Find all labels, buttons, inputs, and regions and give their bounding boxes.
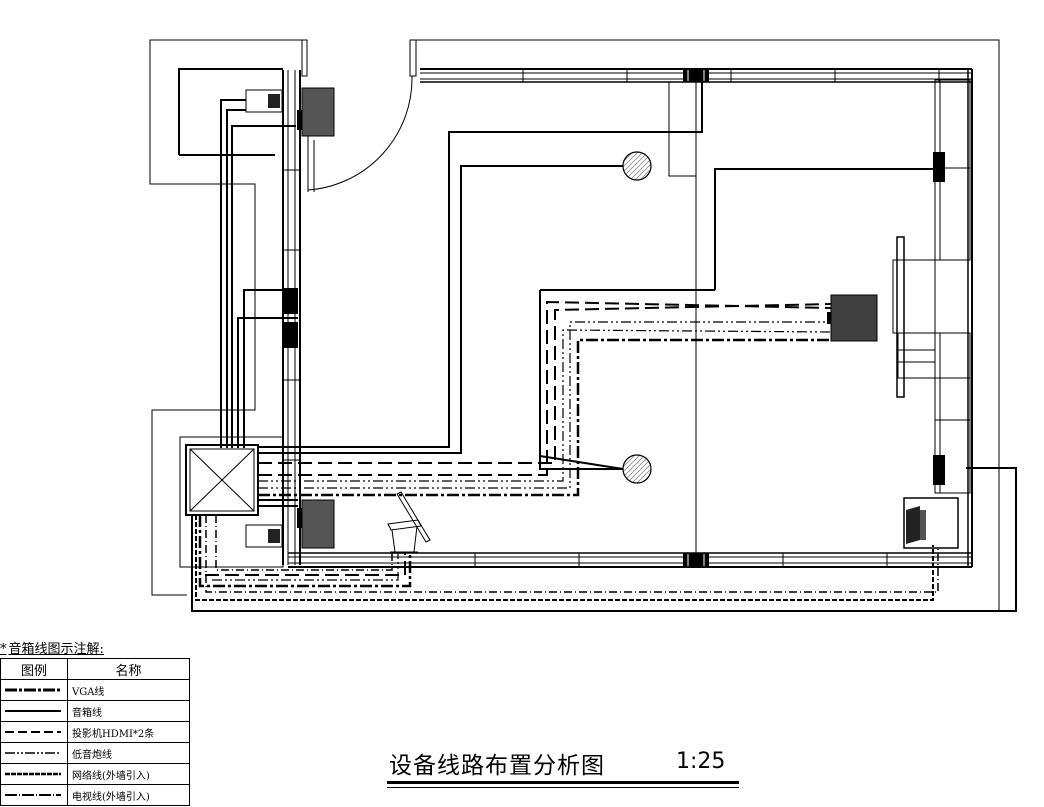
door-top	[301, 39, 417, 192]
legend-sample-subwoofer	[0, 742, 68, 764]
legend-header-name: 名称	[67, 658, 190, 680]
legend-sample-network	[0, 763, 68, 785]
ceiling-speaker-icon	[622, 151, 652, 484]
legend-row: 投影机HDMI*2条	[0, 721, 190, 743]
subwoofer-cable-runs	[212, 321, 832, 581]
legend-table: 图例 名称 VGA线 音箱线 投影机HDMI*2条 低音炮线 网络线(外墙引入)	[0, 658, 190, 806]
legend-sample-vga	[0, 679, 68, 701]
chair-icon	[387, 491, 431, 553]
wall-sockets	[284, 69, 945, 567]
equipment-cabinet-icon	[185, 444, 259, 516]
legend-label: 音箱线	[67, 700, 190, 722]
title-underline-thin	[387, 787, 739, 788]
legend-label: 网络线(外墙引入)	[67, 763, 190, 785]
legend-header-symbol: 图例	[0, 658, 68, 680]
display-unit-icon	[297, 87, 335, 549]
drawing-scale: 1:25	[676, 749, 726, 774]
legend-label: 电视线(外墙引入)	[67, 784, 190, 806]
speaker-cable-runs	[178, 68, 1017, 612]
vga-cable-runs	[198, 338, 831, 588]
hdmi-cable-runs	[205, 300, 832, 576]
right-cabinets	[892, 79, 971, 494]
legend-row: 音箱线	[0, 700, 190, 722]
drawing-title: 设备线路布置分析图	[389, 753, 605, 779]
outer-boundary	[149, 39, 1000, 612]
legend-label: 投影机HDMI*2条	[67, 721, 190, 743]
legend-row: 低音炮线	[0, 742, 190, 764]
subwoofer-icon	[903, 497, 959, 549]
legend-sample-tv	[0, 784, 68, 806]
legend-sample-speaker	[0, 700, 68, 722]
legend-label: 低音炮线	[67, 742, 190, 764]
projector-icon	[827, 294, 878, 342]
legend-row: VGA线	[0, 679, 190, 701]
wall-speaker-icon	[245, 89, 283, 548]
legend-marker: *	[0, 642, 7, 657]
legend-row: 电视线(外墙引入)	[0, 784, 190, 806]
legend-row: 网络线(外墙引入)	[0, 763, 190, 785]
title-underline-thick	[387, 781, 739, 784]
legend-header-row: 图例 名称	[0, 658, 190, 680]
wall-socket-lines	[687, 70, 705, 566]
legend-title-text: 音箱线图示注解:	[8, 642, 104, 657]
center-guides	[668, 82, 697, 553]
tv-cable-runs	[205, 515, 939, 593]
legend-label: VGA线	[67, 679, 190, 701]
legend-sample-hdmi	[0, 721, 68, 743]
network-cable-runs	[195, 515, 934, 601]
legend-title: *音箱线图示注解:	[0, 638, 104, 657]
